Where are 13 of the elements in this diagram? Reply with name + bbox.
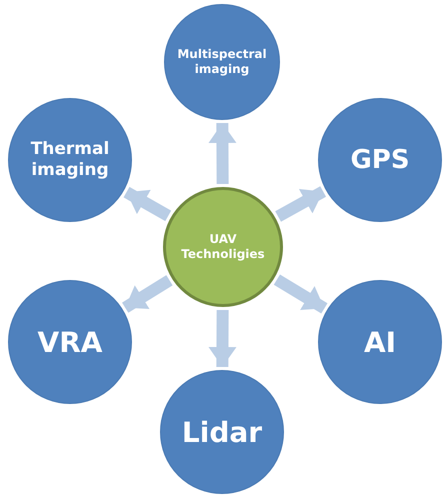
node-label: Lidar <box>182 414 262 450</box>
node-label: UAV Technoligies <box>180 232 266 262</box>
node-label: AI <box>364 324 396 360</box>
block-arrow <box>124 186 172 222</box>
block-arrow <box>122 275 173 313</box>
node-label: Thermal imaging <box>30 138 110 182</box>
block-arrow <box>274 274 328 314</box>
node-label: GPS <box>350 144 410 176</box>
block-arrow <box>208 122 236 184</box>
node-label: VRA <box>38 324 102 360</box>
block-arrow <box>275 186 326 222</box>
node-label: Multispectral imaging <box>176 47 268 77</box>
block-arrow <box>208 310 236 368</box>
